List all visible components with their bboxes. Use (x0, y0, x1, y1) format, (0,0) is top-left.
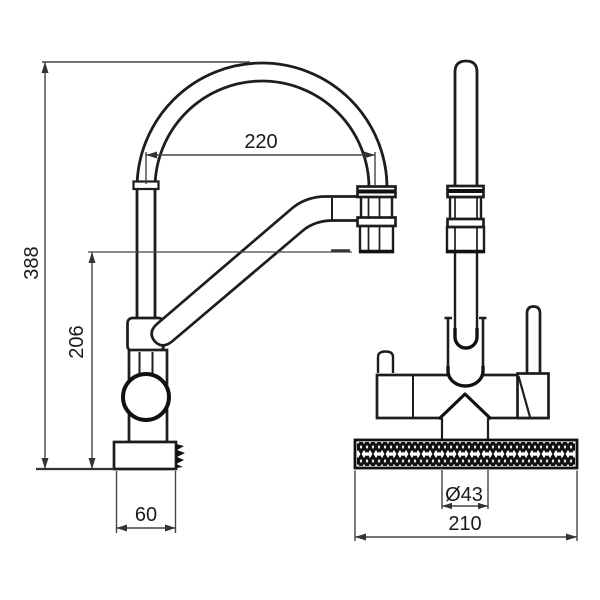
arrow-60-right (165, 524, 176, 532)
arrow-220-right (364, 151, 375, 159)
countertop-hatch (357, 442, 575, 466)
dimensions: 388 206 220 60 (21, 61, 578, 541)
side-view (353, 59, 579, 470)
dim-label-388: 388 (21, 246, 43, 279)
head-mid-flange-side (446, 217, 485, 229)
lower-tube-side (453, 253, 479, 332)
spout-aerator (358, 222, 395, 254)
spout-head-front (356, 185, 397, 254)
dock-bottom-u (446, 366, 485, 388)
hose-loop-inner (153, 79, 371, 322)
shank-lines (440, 418, 490, 440)
spout-top-flange-band (358, 189, 395, 194)
arrow-210-left (355, 533, 366, 541)
arrow-388-top (41, 62, 49, 73)
arrow-388-bottom (41, 458, 49, 469)
arrow-43-left (442, 502, 452, 510)
handle-mount-block (516, 372, 550, 420)
spout-mid-flange (356, 216, 397, 228)
front-view (112, 61, 397, 471)
handle-mount-chamfer (517, 375, 532, 418)
v-notch-fill (439, 393, 491, 420)
arrow-206-top (88, 252, 96, 263)
head-top-flange-band-side (448, 189, 483, 193)
dimension-shank-diameter: Ø43 (441, 470, 489, 510)
arrow-43-right (478, 502, 488, 510)
dimension-spout-reach: 220 (145, 131, 376, 185)
dimension-mounting-width: 210 (354, 470, 578, 541)
dimension-total-height: 388 (21, 61, 250, 471)
dock-sides (446, 318, 485, 371)
riser-tube (453, 59, 479, 186)
arrow-60-left (116, 524, 127, 532)
hose-loop-outer (135, 61, 389, 322)
v-notch (437, 392, 493, 421)
arrow-220-left (146, 151, 157, 159)
dim-label-210: 210 (448, 513, 481, 535)
tube-end-u-bend (453, 328, 479, 350)
base-serration (176, 444, 185, 468)
dimension-base-width: 60 (115, 471, 177, 533)
mounting-base (112, 440, 178, 471)
head-aerator-side (445, 225, 486, 254)
ball-joint (121, 372, 171, 422)
dim-label-206: 206 (66, 325, 88, 358)
dimension-spout-height: 206 (66, 249, 352, 469)
left-peg (376, 350, 395, 373)
arrow-206-bottom (88, 458, 96, 469)
spout-arm (150, 195, 364, 347)
dim-label-43: Ø43 (445, 484, 483, 506)
dim-label-60: 60 (135, 504, 157, 526)
spout-head-side (445, 184, 486, 254)
arrow-210-right (566, 533, 577, 541)
dim-label-220: 220 (244, 131, 277, 153)
handle-lever (525, 305, 542, 373)
